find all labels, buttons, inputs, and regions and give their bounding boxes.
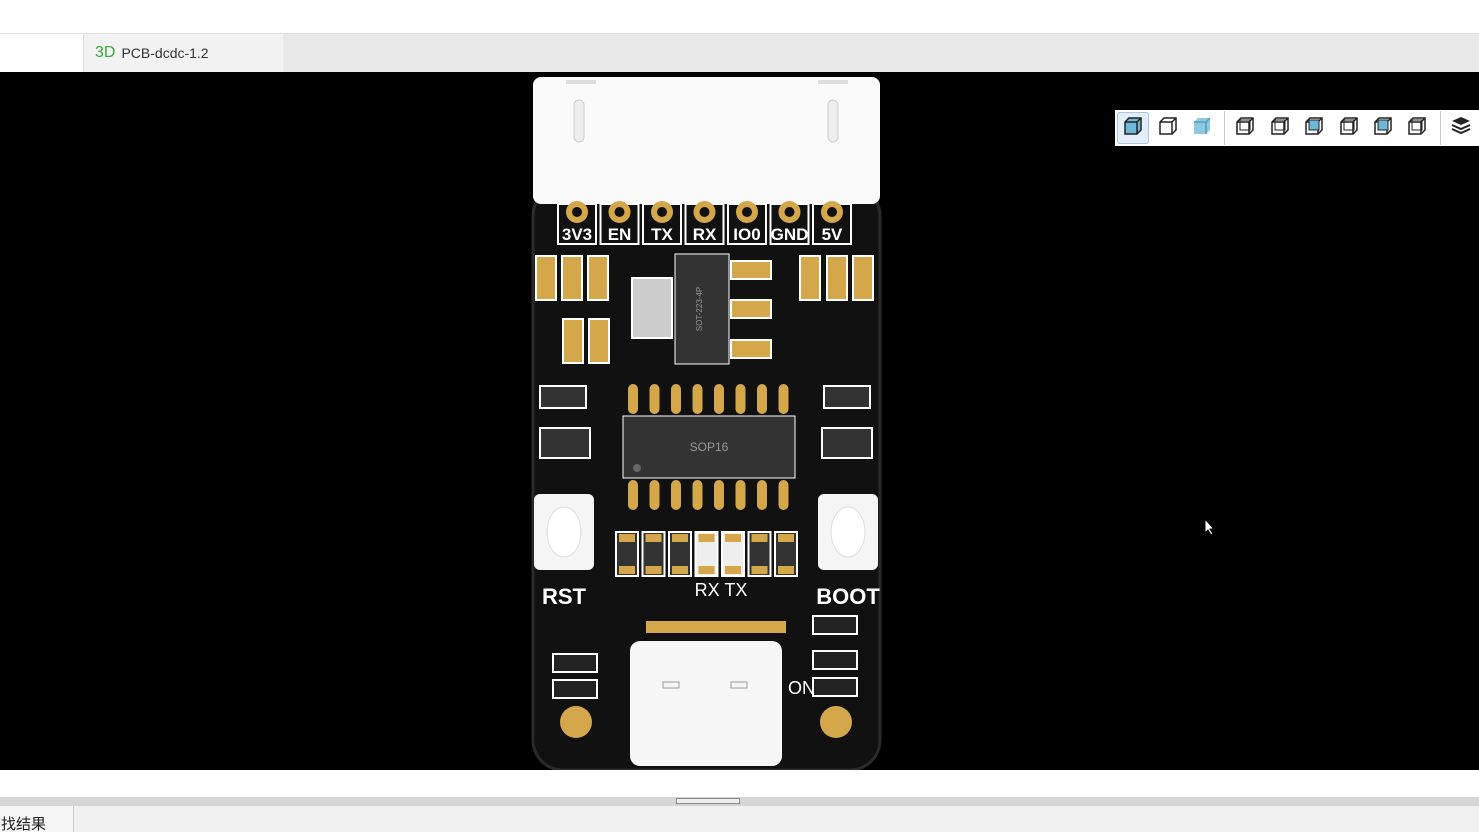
splitter-handle[interactable] bbox=[676, 798, 740, 804]
view-left-icon bbox=[1303, 115, 1325, 142]
ic-pin bbox=[628, 480, 638, 510]
pin-label: EN bbox=[608, 225, 632, 244]
solid-view-button[interactable] bbox=[1117, 112, 1150, 144]
svg-text:SOT-223-4P: SOT-223-4P bbox=[695, 287, 704, 331]
regulator bbox=[674, 253, 730, 365]
svg-text:ON: ON bbox=[788, 678, 815, 698]
ic-pin bbox=[757, 384, 767, 414]
ic-pin bbox=[692, 384, 703, 414]
ic-pin bbox=[735, 480, 746, 510]
ic-pin bbox=[649, 480, 660, 510]
ic-pin bbox=[692, 480, 703, 510]
bottom-panel: 查找结果 bbox=[0, 806, 1479, 832]
smd-component bbox=[747, 531, 772, 577]
shaded-view-button[interactable] bbox=[1186, 112, 1218, 144]
smd-component bbox=[721, 531, 745, 577]
svg-text:RST: RST bbox=[542, 584, 587, 609]
smd-component bbox=[668, 531, 692, 577]
view-left-button[interactable] bbox=[1298, 112, 1330, 144]
pin-label: GND bbox=[771, 225, 809, 244]
ic-pin bbox=[714, 480, 724, 510]
view-front-button[interactable] bbox=[1229, 112, 1261, 144]
view-bottom-icon bbox=[1406, 115, 1428, 142]
pin-label: 3V3 bbox=[562, 225, 592, 244]
tab-search-results[interactable]: 查找结果 bbox=[0, 806, 74, 832]
ic-pin bbox=[649, 384, 660, 414]
toolbar-separator bbox=[1439, 111, 1441, 145]
view-top-icon bbox=[1372, 115, 1394, 142]
tab-title: PCB-dcdc-1.2 bbox=[121, 45, 209, 61]
svg-text:SOP16: SOP16 bbox=[690, 440, 729, 454]
view-back-button[interactable] bbox=[1264, 112, 1296, 144]
view-right-button[interactable] bbox=[1332, 112, 1364, 144]
ic-pin bbox=[628, 384, 638, 414]
ic-pin bbox=[671, 384, 681, 414]
toolbar-separator bbox=[1224, 111, 1226, 145]
view-top-button[interactable] bbox=[1367, 112, 1399, 144]
wireframe-view-button[interactable] bbox=[1151, 112, 1183, 144]
ic-pin bbox=[735, 384, 746, 414]
pin-label: 5V bbox=[822, 225, 843, 244]
svg-text:RX TX: RX TX bbox=[695, 580, 748, 600]
pin-label: IO0 bbox=[733, 225, 760, 244]
ic-pin bbox=[671, 480, 681, 510]
pcb-3d-model: 3V3 EN TX RX IO0 GND 5V SOT-223-4P SOP16 RST B… bbox=[531, 77, 882, 772]
svg-text:BOOT: BOOT bbox=[816, 584, 880, 609]
3d-tag: 3D bbox=[95, 44, 116, 61]
smd-component bbox=[774, 531, 798, 577]
header-connector bbox=[533, 77, 880, 204]
usb-c-connector bbox=[630, 641, 782, 766]
layers-icon bbox=[1450, 115, 1472, 142]
wireframe-view-icon bbox=[1157, 115, 1179, 142]
view-toolbar bbox=[1115, 110, 1479, 146]
ic-pin bbox=[778, 384, 789, 414]
solid-view-icon bbox=[1122, 115, 1144, 142]
tab-pcb-3d[interactable]: 3D PCB-dcdc-1.2 bbox=[83, 34, 283, 72]
view-back-icon bbox=[1269, 115, 1291, 142]
canvas-footer bbox=[0, 770, 1479, 797]
ic-pin bbox=[757, 480, 767, 510]
layers-button[interactable] bbox=[1445, 112, 1477, 144]
top-toolbar bbox=[0, 0, 1479, 34]
ic-sop16 bbox=[622, 415, 796, 479]
smd-component bbox=[615, 531, 639, 577]
smd-component bbox=[694, 531, 719, 577]
view-right-icon bbox=[1338, 115, 1360, 142]
document-tab-bar: 3D PCB-dcdc-1.2 bbox=[0, 34, 1479, 72]
pin-label: RX bbox=[693, 225, 717, 244]
tab-blank bbox=[0, 34, 83, 72]
panel-splitter[interactable] bbox=[0, 797, 1479, 806]
ic-pin bbox=[778, 480, 789, 510]
pin-label: TX bbox=[651, 225, 673, 244]
ic-pin bbox=[714, 384, 724, 414]
shaded-view-icon bbox=[1191, 115, 1213, 142]
view-bottom-button[interactable] bbox=[1401, 112, 1433, 144]
smd-component bbox=[641, 531, 666, 577]
3d-viewport[interactable]: 3V3 EN TX RX IO0 GND 5V SOT-223-4P SOP16 RST B… bbox=[0, 72, 1479, 772]
view-front-icon bbox=[1234, 115, 1256, 142]
mouse-cursor-icon bbox=[1204, 518, 1216, 536]
